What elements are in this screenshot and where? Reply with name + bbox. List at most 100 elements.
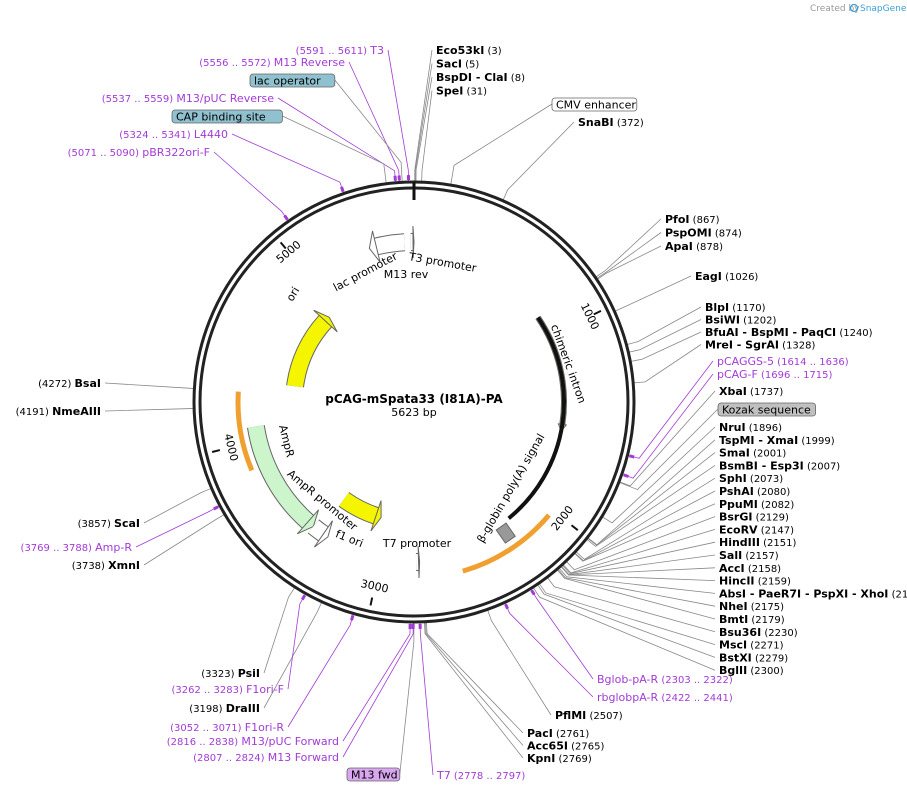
- primer-label: (5537 .. 5559) M13/pUC Reverse: [102, 92, 274, 105]
- leader-line: [282, 115, 387, 184]
- leader-line: [628, 319, 702, 353]
- leader-lines: [104, 49, 719, 776]
- label-text: M13 fwd: [351, 769, 398, 782]
- feature-arrowhead: [370, 500, 382, 532]
- feature-ampr-promoter: [307, 519, 333, 548]
- leader-line: [287, 613, 354, 728]
- leader-line: [627, 360, 714, 459]
- leader-line: [556, 569, 716, 620]
- feature-lac-promoter: [368, 230, 406, 263]
- primer-label: (3052 .. 3071) F1ori-R: [170, 721, 284, 734]
- enzyme-label: AbsI - PaeR7I - PspXI - XhoI (2169): [719, 587, 907, 600]
- enzyme-label: BlpI (1170): [705, 301, 766, 314]
- snapgene-credit: Created by SnapGene: [810, 3, 907, 14]
- primer-site-mark: [213, 505, 219, 511]
- leader-line: [487, 609, 552, 716]
- enzyme-label: PshAI (2080): [719, 485, 790, 498]
- primer-label: Bglob-pA-R (2303 .. 2322): [597, 673, 733, 686]
- primer-label: (2807 .. 2824) M13 Forward: [193, 751, 339, 764]
- leader-line: [633, 344, 702, 384]
- leader-line: [143, 487, 212, 524]
- credit-text: Created by: [810, 4, 860, 14]
- leader-line: [586, 452, 716, 546]
- leader-line: [546, 576, 716, 633]
- leader-line: [342, 621, 411, 742]
- feature-arrowhead: [313, 520, 333, 548]
- boxed-label-kozak-sequence: Kozak sequence: [717, 402, 816, 417]
- enzyme-label: PfoI (867): [665, 213, 720, 226]
- site-labels: Eco53kI (3)SacI (5)BspDI - ClaI (8)SpeI …: [16, 44, 907, 782]
- enzyme-label: KpnI (2769): [527, 752, 592, 765]
- boxed-label-cmv-enhancer: CMV enhancer: [551, 97, 638, 112]
- enzyme-label: MreI - SgrAI (1328): [705, 339, 816, 352]
- leader-line: [562, 529, 716, 574]
- enzyme-label: BsmBI - Esp3I (2007): [719, 459, 840, 472]
- feature-arrowhead: [296, 509, 320, 535]
- leader-line: [387, 49, 409, 183]
- orange-arc: [462, 513, 551, 574]
- enzyme-label: SphI (2073): [719, 472, 783, 485]
- leader-line: [421, 90, 433, 183]
- feature-arrowhead: [313, 309, 338, 333]
- tick-label: 1000: [578, 301, 602, 332]
- leader-line: [135, 505, 221, 548]
- enzyme-label: TspMI - XmaI (1999): [719, 434, 835, 447]
- enzyme-label: (3198) DraIII: [189, 702, 260, 715]
- enzyme-label: SmaI (2001): [719, 447, 786, 460]
- primer-label: T7 (2778 .. 2797): [436, 769, 525, 782]
- feature-body: [247, 425, 314, 528]
- enzyme-label: MscI (2271): [719, 639, 784, 652]
- leader-line: [532, 586, 716, 671]
- label-box: [171, 109, 283, 124]
- leader-line: [415, 76, 433, 183]
- leader-line: [558, 567, 716, 594]
- plasmid-size: 5623 bp: [391, 406, 436, 419]
- leader-line: [287, 593, 307, 690]
- feature-ori: [286, 309, 338, 388]
- chimeric-intron-label: chimeric intron: [548, 323, 589, 405]
- leader-line: [561, 541, 716, 575]
- ori-label: ori: [284, 285, 303, 304]
- plasmid-name: pCAG-mSpata33 (I81A)-PA: [325, 392, 503, 406]
- enzyme-label: BsiWI (1202): [705, 314, 776, 327]
- label-box: [346, 767, 401, 782]
- primer-site-mark: [623, 473, 629, 478]
- primer-site-mark: [504, 603, 509, 610]
- enzyme-label: PflMI (2507): [555, 709, 623, 722]
- leader-line: [601, 426, 716, 524]
- feature-t7-promoter: [415, 545, 421, 578]
- feature-f1-ori: [338, 491, 382, 532]
- enzyme-label: (3738) XmnI: [72, 559, 140, 572]
- leader-line: [596, 245, 662, 280]
- leader-line: [424, 621, 524, 759]
- primer-label: (3262 .. 3283) F1ori-F: [171, 683, 284, 696]
- leader-line: [595, 218, 662, 278]
- leader-line: [557, 568, 716, 607]
- leader-line: [231, 133, 345, 194]
- feature--globin-poly-a-signal: [495, 522, 516, 544]
- snapgene-logo-icon: [849, 3, 859, 13]
- enzyme-label: SacI (5): [436, 58, 479, 71]
- tick-label: 2000: [549, 503, 576, 533]
- primer-label: (5071 .. 5090) pBR322ori-F: [68, 146, 210, 159]
- primer-site-mark: [283, 214, 289, 221]
- tick-mark: [211, 449, 221, 453]
- leader-line: [143, 513, 226, 566]
- label-text: lac operator: [254, 75, 321, 88]
- plasmid-center: pCAG-mSpata33 (I81A)-PA 5623 bp: [325, 392, 503, 419]
- leader-line: [104, 382, 195, 389]
- tick-label: 5000: [274, 238, 304, 266]
- boxed-label-lac-operator: lac operator: [249, 73, 336, 88]
- feature-t3-promoter: [410, 225, 415, 259]
- primer-site-mark: [300, 594, 307, 601]
- leader-line: [502, 121, 575, 201]
- label-text: CAP binding site: [176, 111, 266, 124]
- enzyme-label: BsrGI (2129): [719, 511, 789, 524]
- leader-line: [618, 390, 716, 487]
- leader-line: [104, 408, 195, 412]
- leader-line: [419, 621, 434, 776]
- enzyme-label: AccI (2158): [719, 562, 781, 575]
- enzyme-label: EcoRV (2147): [719, 523, 794, 536]
- enzyme-label: Acc65I (2765): [527, 740, 604, 753]
